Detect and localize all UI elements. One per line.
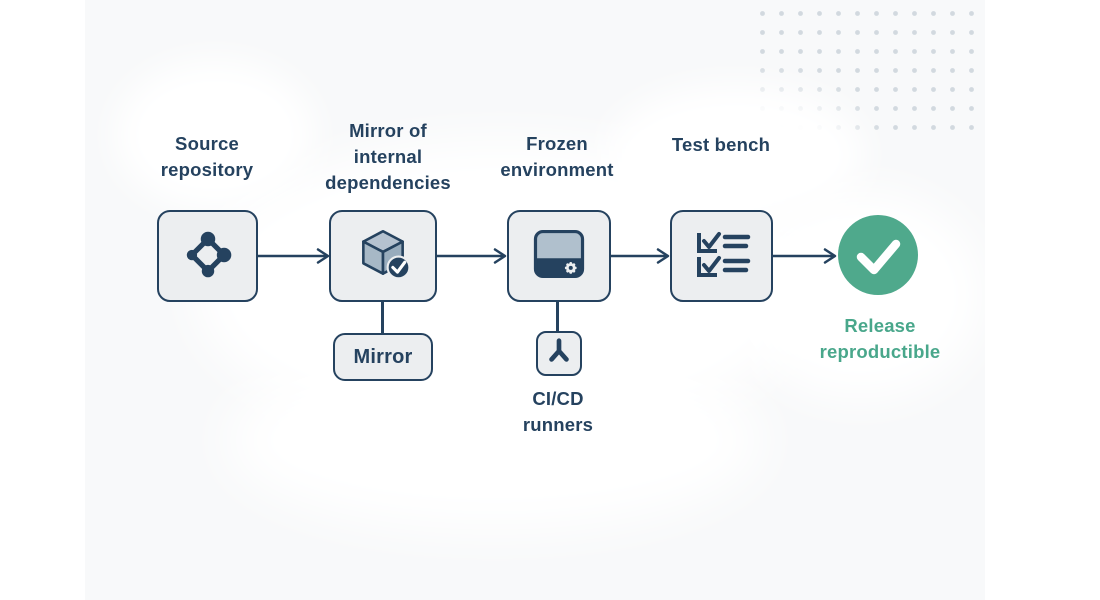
node-dependency-mirror bbox=[329, 210, 437, 302]
label-line: Source bbox=[175, 133, 239, 154]
label-line: CI/CD bbox=[532, 388, 584, 409]
application-window-gear-icon bbox=[528, 223, 590, 290]
label-line: Release bbox=[844, 315, 916, 336]
label-line: Test bench bbox=[671, 134, 771, 155]
arrow-icon bbox=[771, 244, 837, 268]
node-mirror: Mirror bbox=[333, 333, 433, 381]
label-line: internal bbox=[353, 146, 423, 167]
checklist-icon bbox=[689, 225, 755, 288]
pipeline-junction-icon bbox=[545, 337, 573, 370]
label-dependency-mirror: Mirror of internal dependencies bbox=[293, 118, 483, 196]
label-line: repository bbox=[160, 159, 254, 180]
mirror-label: Mirror bbox=[353, 345, 413, 368]
label-cicd-runners: CI/CD runners bbox=[468, 386, 648, 438]
arrow-icon bbox=[435, 244, 507, 268]
node-source-repository bbox=[157, 210, 258, 302]
connector-line bbox=[556, 301, 559, 333]
node-frozen-environment bbox=[507, 210, 611, 302]
background-blob bbox=[225, 350, 765, 530]
node-cicd-runners bbox=[536, 331, 582, 376]
label-frozen-environment: Frozen environment bbox=[467, 131, 647, 183]
label-source-repository: Source repository bbox=[117, 131, 297, 183]
label-line: environment bbox=[500, 159, 614, 180]
label-test-bench: Test bench bbox=[631, 132, 811, 158]
label-line: dependencies bbox=[325, 172, 451, 193]
git-commit-diamond-icon bbox=[179, 225, 237, 288]
arrow-icon bbox=[256, 244, 330, 268]
arrow-icon bbox=[609, 244, 670, 268]
label-release-reproductible: Release reproductible bbox=[780, 313, 980, 365]
label-line: runners bbox=[522, 414, 594, 435]
connector-line bbox=[381, 301, 384, 335]
label-line: Frozen bbox=[526, 133, 588, 154]
label-line: Mirror of bbox=[349, 120, 427, 141]
node-test-bench bbox=[670, 210, 773, 302]
label-line: reproductible bbox=[819, 341, 941, 362]
success-check-icon bbox=[838, 215, 918, 295]
artboard-background bbox=[85, 0, 985, 600]
package-cube-verified-icon bbox=[352, 224, 414, 289]
